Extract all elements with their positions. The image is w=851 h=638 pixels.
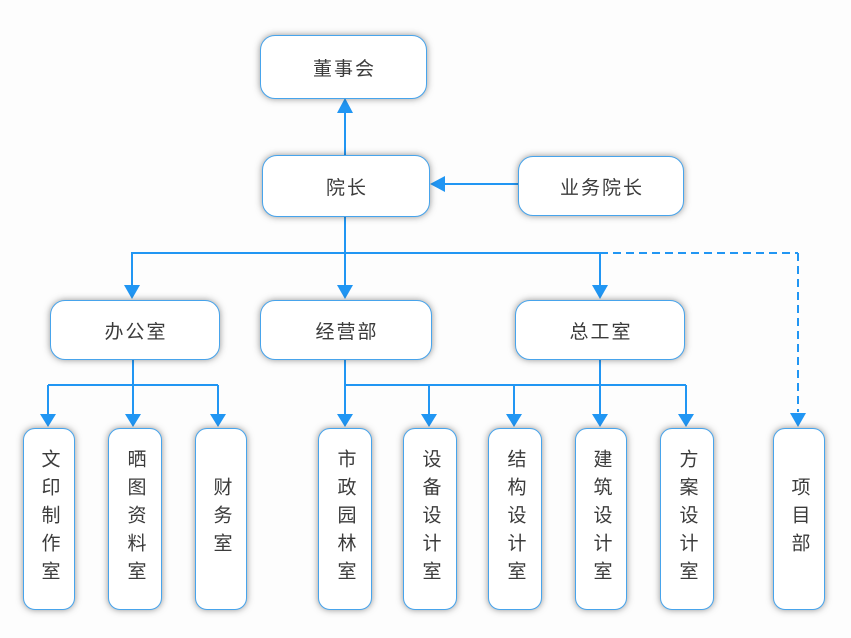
node-blueprint-archive-room: 晒图资料室 (108, 428, 162, 610)
edge-dean-board (337, 98, 353, 155)
node-dean: 院长 (262, 155, 430, 217)
node-business-dean: 业务院长 (518, 156, 684, 216)
edge-drop-project (790, 253, 806, 427)
node-architectural-design-room: 建筑设计室 (575, 428, 627, 610)
edge-drop-docprint (40, 385, 56, 427)
node-chief-engineer-office: 总工室 (515, 300, 685, 360)
edge-drop-scheme (678, 385, 694, 427)
edge-drop-operations (337, 253, 353, 299)
edge-drop-finance (210, 385, 226, 427)
edge-drop-architect (592, 358, 608, 427)
edge-businessdean-dean (430, 176, 518, 192)
edge-drop-office (124, 253, 140, 299)
node-equipment-design-room: 设备设计室 (403, 428, 457, 610)
node-project-dept: 项目部 (773, 428, 825, 610)
node-board-of-directors: 董事会 (260, 35, 427, 99)
edge-drop-municipal (337, 358, 353, 427)
node-municipal-landscape-room: 市政园林室 (318, 428, 372, 610)
edge-drop-chief (592, 253, 608, 299)
node-office: 办公室 (50, 300, 220, 360)
node-structural-design-room: 结构设计室 (488, 428, 542, 610)
node-scheme-design-room: 方案设计室 (660, 428, 714, 610)
edge-drop-equipment (421, 385, 437, 427)
node-operations-dept: 经营部 (260, 300, 432, 360)
node-doc-print-room: 文印制作室 (23, 428, 75, 610)
edge-drop-structure (506, 385, 522, 427)
edge-drop-blueprint (125, 385, 141, 427)
node-finance-room: 财务室 (195, 428, 247, 610)
